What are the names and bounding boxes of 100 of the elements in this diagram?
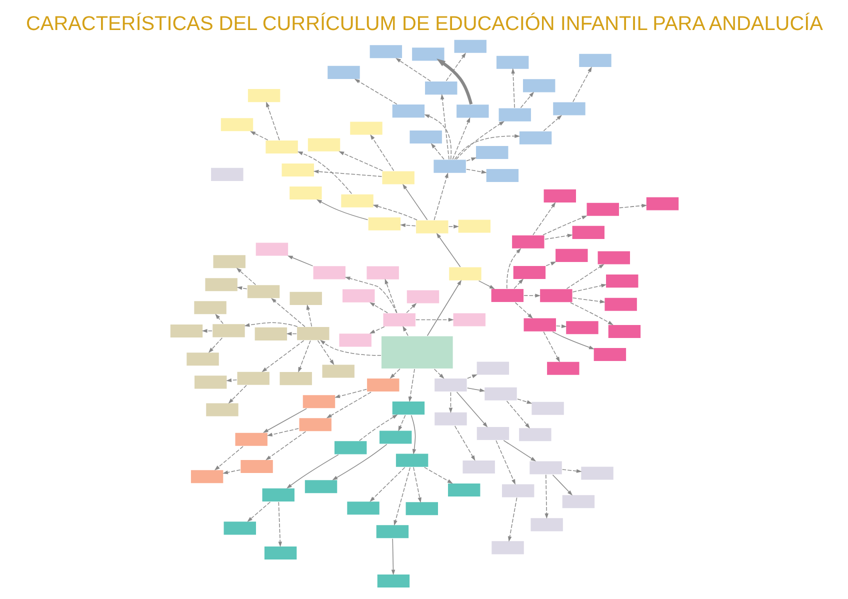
- arrow: [201, 328, 212, 333]
- node-box: [580, 466, 614, 481]
- node-box: [169, 324, 203, 338]
- arrow: [244, 322, 298, 327]
- arrow: [286, 256, 313, 266]
- node-box: [391, 400, 425, 416]
- node-box: [298, 417, 332, 432]
- arrow: [448, 392, 452, 414]
- arrow: [226, 378, 237, 382]
- arrow: [358, 414, 398, 442]
- arrow: [312, 170, 382, 177]
- node-box: [495, 55, 529, 70]
- arrow: [265, 431, 306, 460]
- arrow: [544, 474, 548, 519]
- node-box: [455, 104, 490, 118]
- arrow: [466, 168, 486, 174]
- node-box: [406, 289, 440, 304]
- arrow: [389, 368, 400, 379]
- node-box: [490, 540, 524, 555]
- arrow: [561, 469, 582, 473]
- arrow: [506, 248, 521, 289]
- arrow: [250, 131, 268, 140]
- diagram-title: CARACTERÍSTICAS DEL CURRÍCULUM DE EDUCACIÓN INFANTIL PARA ANDALUCÍA: [26, 13, 822, 36]
- arrow: [544, 234, 572, 240]
- node-box: [607, 324, 641, 339]
- arrow: [370, 134, 394, 172]
- node-box: [522, 318, 556, 332]
- node-box: [522, 78, 556, 93]
- node-box: [368, 44, 402, 59]
- arrow: [390, 538, 395, 576]
- arrow: [456, 392, 488, 428]
- node-box: [391, 104, 425, 118]
- node-box: [448, 266, 482, 282]
- node-box: [512, 265, 546, 280]
- arrow: [338, 151, 382, 172]
- node-box: [210, 167, 244, 182]
- arrow: [228, 384, 246, 404]
- arrow: [368, 326, 384, 334]
- arrow: [214, 446, 243, 470]
- arrow: [445, 52, 466, 82]
- arrow: [448, 224, 458, 228]
- arrow: [402, 326, 408, 336]
- arrow: [412, 466, 421, 503]
- arrow: [514, 302, 532, 319]
- node-box: [485, 168, 519, 183]
- node-box: [212, 254, 246, 269]
- arrow: [222, 469, 240, 474]
- arrow: [298, 340, 310, 373]
- arrow: [436, 232, 460, 268]
- node-box: [530, 401, 564, 416]
- arrow: [507, 497, 517, 542]
- arrow: [214, 314, 223, 324]
- arrow: [430, 143, 444, 160]
- arrow: [296, 152, 352, 194]
- arrow: [510, 68, 514, 108]
- arrow: [410, 414, 416, 455]
- node-box: [424, 80, 458, 96]
- arrow: [424, 466, 452, 484]
- node-box: [246, 284, 280, 299]
- node-box: [366, 378, 400, 392]
- node-box: [394, 453, 428, 468]
- node-box: [348, 120, 383, 136]
- arrow: [618, 204, 647, 208]
- arrow: [306, 304, 312, 327]
- node-box: [476, 426, 510, 441]
- node-box: [380, 170, 415, 186]
- arrow: [516, 398, 532, 404]
- arrow: [369, 302, 388, 314]
- arrow: [334, 388, 366, 398]
- arrow: [454, 134, 520, 160]
- node-box: [304, 479, 338, 494]
- arrow: [433, 368, 444, 379]
- node-box: [490, 288, 524, 303]
- node-box: [604, 274, 638, 288]
- node-box: [542, 188, 576, 204]
- node-box: [333, 440, 367, 455]
- arrow: [440, 94, 449, 160]
- node-box: [341, 288, 375, 304]
- node-box: [518, 130, 552, 146]
- node-box: [461, 460, 496, 474]
- node-box: [571, 225, 605, 240]
- node-box: [239, 459, 274, 474]
- arrow: [426, 280, 462, 336]
- node-box: [518, 427, 552, 442]
- arrow: [523, 294, 540, 298]
- arrow: [316, 199, 368, 220]
- arrow: [261, 340, 304, 372]
- arrow: [393, 467, 410, 526]
- node-box: [340, 194, 374, 208]
- arrow: [332, 444, 387, 480]
- node-box: [578, 53, 612, 68]
- node-box: [452, 312, 486, 328]
- arrow: [236, 286, 247, 290]
- arrow: [326, 392, 371, 418]
- arrow: [406, 302, 416, 314]
- node-box: [192, 300, 227, 315]
- node-box: [404, 501, 438, 516]
- arrow: [555, 324, 566, 328]
- arrow: [572, 298, 605, 304]
- node-box: [586, 202, 620, 217]
